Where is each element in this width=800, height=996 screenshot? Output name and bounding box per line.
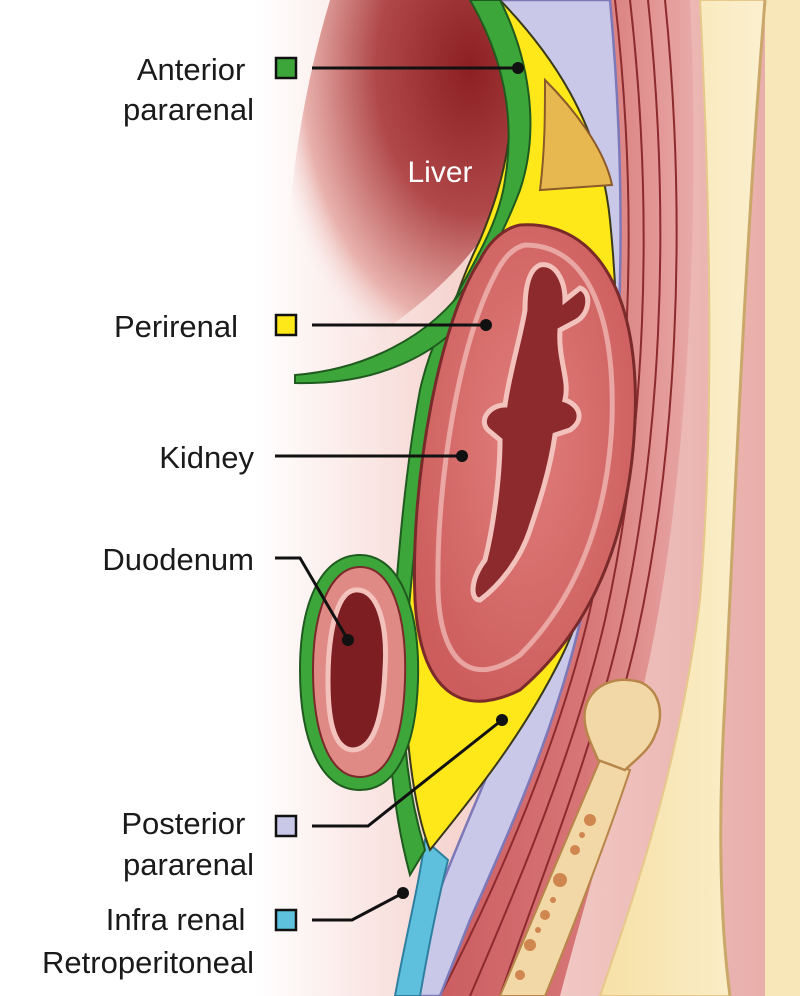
renal-pelvis bbox=[470, 262, 591, 603]
infra-renal-label: Infra renal Retroperitoneal bbox=[42, 902, 254, 980]
rib-bone bbox=[498, 678, 662, 996]
posterior-pararenal-swatch bbox=[274, 814, 298, 838]
infra-renal-swatch bbox=[274, 908, 298, 932]
skin-line bbox=[719, 0, 767, 996]
anterior-pararenal-label: Anterior pararenal bbox=[123, 52, 254, 127]
leader-lines bbox=[275, 66, 518, 922]
adrenal-gland bbox=[538, 77, 614, 192]
duodenum-label: Duodenum bbox=[102, 542, 254, 577]
kidney bbox=[412, 223, 637, 703]
leader-endpoints bbox=[342, 62, 524, 899]
liver bbox=[285, 0, 532, 380]
kidney-label: Kidney bbox=[159, 440, 254, 475]
skin-edge bbox=[765, 0, 800, 996]
perirenal-swatch bbox=[274, 313, 298, 337]
legend-swatches bbox=[274, 56, 298, 932]
duodenum-leader bbox=[275, 556, 350, 641]
infra-renal-leader bbox=[312, 891, 404, 922]
posterior-pararenal-label: Posterior pararenal bbox=[121, 806, 254, 882]
liver-label: Liver bbox=[407, 156, 472, 189]
anterior-pararenal-swatch bbox=[274, 56, 298, 80]
posterior-pararenal-leader bbox=[312, 718, 503, 828]
perirenal-label: Perirenal bbox=[114, 309, 238, 344]
infra-renal-space bbox=[393, 838, 450, 996]
labels: Anterior pararenal Perirenal Kidney Duod… bbox=[42, 52, 254, 980]
